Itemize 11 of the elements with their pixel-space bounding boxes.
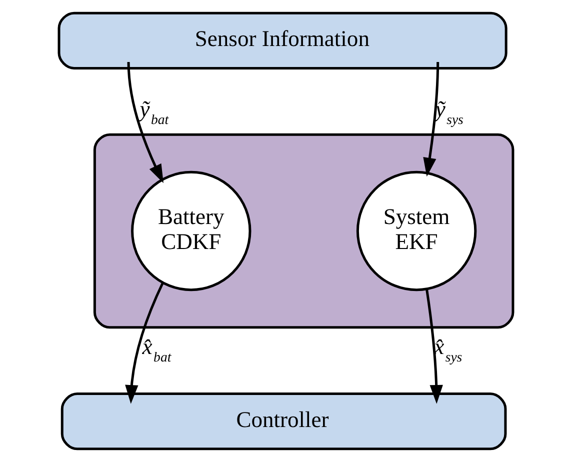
arrow (423, 62, 440, 177)
edge-label: ỹ$_{bat}$ (140, 96, 169, 127)
node-circle: System EKF (356, 170, 477, 292)
node-box: Controller (60, 392, 507, 450)
arrow (125, 282, 164, 404)
arrow (426, 288, 443, 404)
cluster (93, 133, 514, 329)
node-box: Sensor Information (58, 12, 508, 70)
node-circle: Battery CDKF (131, 170, 252, 292)
arrow (127, 62, 164, 184)
edge-label: x̂$_{bat}$ (142, 334, 172, 365)
